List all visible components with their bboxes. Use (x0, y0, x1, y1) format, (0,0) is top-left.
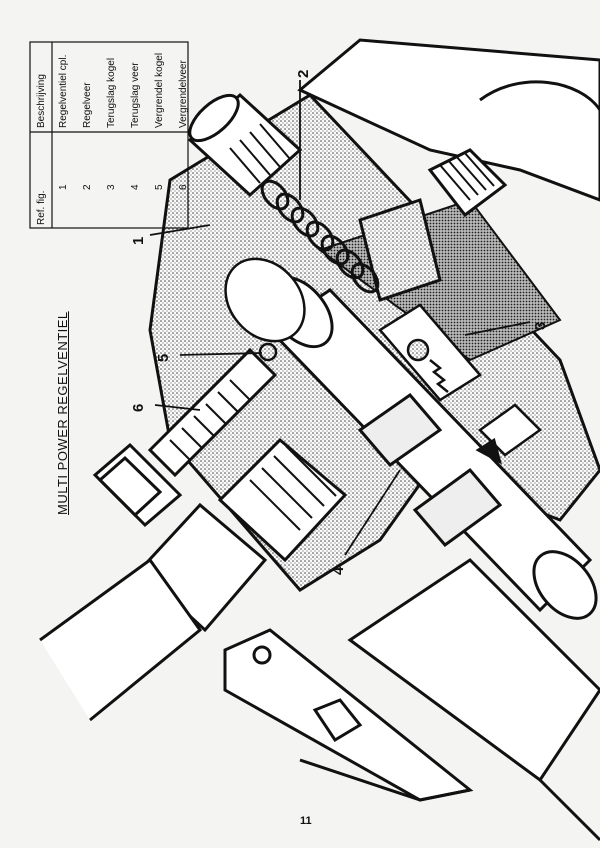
table-row-desc-2: Regelveer (82, 82, 93, 128)
table-row-ref-6: 6 (178, 184, 189, 190)
table-row-desc-4: Terugslag veer (130, 62, 141, 128)
callout-2: 2 (295, 69, 312, 78)
parts-table-grid (29, 41, 189, 229)
page-title: MULTI POWER REGELVENTIEL (55, 311, 70, 515)
table-row-ref-4: 4 (130, 184, 141, 190)
callout-4: 4 (330, 566, 347, 575)
page-number: 11 (300, 815, 312, 827)
table-row-ref-3: 3 (106, 184, 117, 190)
locking-ball (224, 257, 306, 362)
callout-1: 1 (130, 236, 147, 245)
locking-screw (92, 347, 278, 528)
table-row-desc-6: Vergrendelveer (178, 60, 189, 128)
table-header-description: Beschrijving (36, 74, 47, 128)
upper-housing (297, 38, 600, 302)
table-row-desc-5: Vergrendel kogel (154, 52, 165, 128)
table-header-ref: Ref. fig. (36, 190, 47, 225)
table-row-desc-3: Terugslag kogel (106, 57, 117, 128)
table-row-ref-2: 2 (82, 184, 93, 190)
callout-6: 6 (130, 403, 147, 412)
parts-table: Beschrijving Ref. fig. Regelventiel cpl.… (28, 40, 190, 230)
callout-leaders (149, 80, 531, 556)
callout-5: 5 (155, 353, 172, 362)
control-spring (260, 179, 380, 294)
pipe-and-linkage (39, 557, 600, 842)
table-row-desc-1: Regelventiel cpl. (58, 54, 69, 128)
table-row-ref-1: 1 (58, 184, 69, 190)
callout-3: 3 (532, 321, 549, 330)
table-row-ref-5: 5 (154, 184, 165, 190)
check-valve (378, 303, 542, 465)
